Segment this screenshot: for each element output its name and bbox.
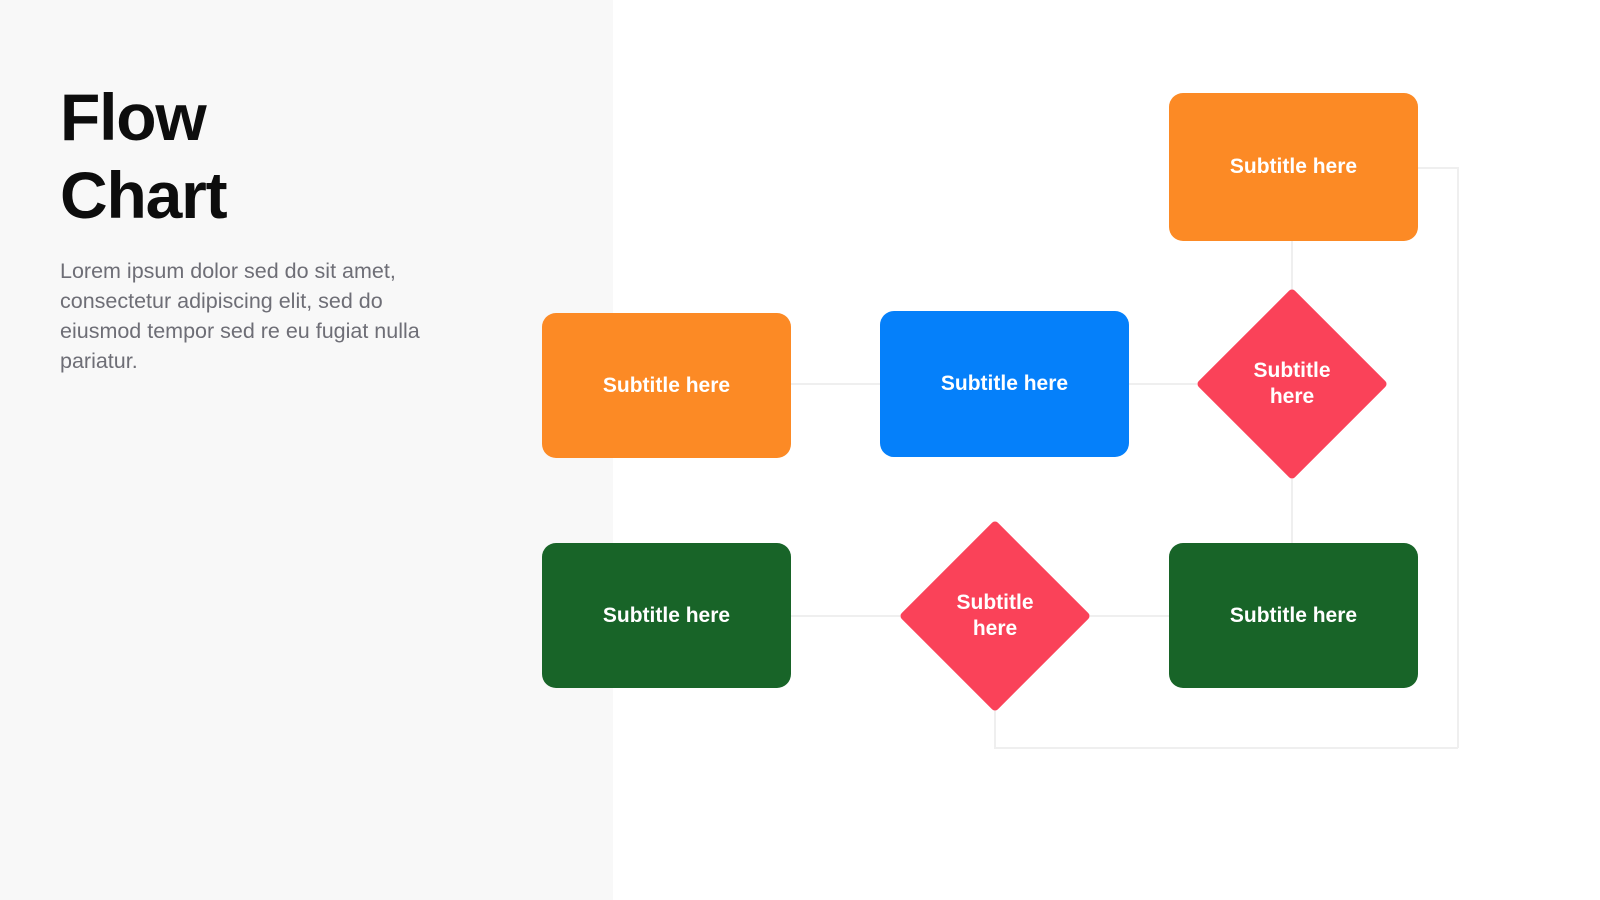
left-panel — [0, 0, 613, 900]
page-title: Flow Chart — [60, 78, 540, 234]
title-block: Flow Chart — [60, 78, 540, 234]
node-blue-center[interactable]: Subtitle here — [880, 311, 1129, 457]
node-orange-left[interactable]: Subtitle here — [542, 313, 791, 458]
page-title-line-2: Chart — [60, 158, 228, 232]
edge-diamond-lower-bottom-rail — [994, 708, 1458, 749]
node-orange-top[interactable]: Subtitle here — [1169, 93, 1418, 241]
body-paragraph: Lorem ipsum dolor sed do sit amet, conse… — [60, 259, 420, 373]
node-green-left[interactable]: Subtitle here — [542, 543, 791, 688]
edge-orange-top-right-rail — [1418, 167, 1459, 748]
node-green-left-label: Subtitle here — [602, 603, 731, 627]
node-diamond-lower-label: Subtitle here — [956, 591, 1034, 640]
node-blue-center-label: Subtitle here — [940, 372, 1069, 395]
node-orange-left-label: Subtitle here — [602, 373, 731, 397]
node-green-right-label: Subtitle here — [1229, 603, 1358, 627]
node-orange-top-label: Subtitle here — [1229, 155, 1358, 178]
node-green-right[interactable]: Subtitle here — [1169, 543, 1418, 688]
node-diamond-upper-label: Subtitle here — [1253, 359, 1331, 408]
page-title-line-1: Flow — [60, 80, 207, 154]
